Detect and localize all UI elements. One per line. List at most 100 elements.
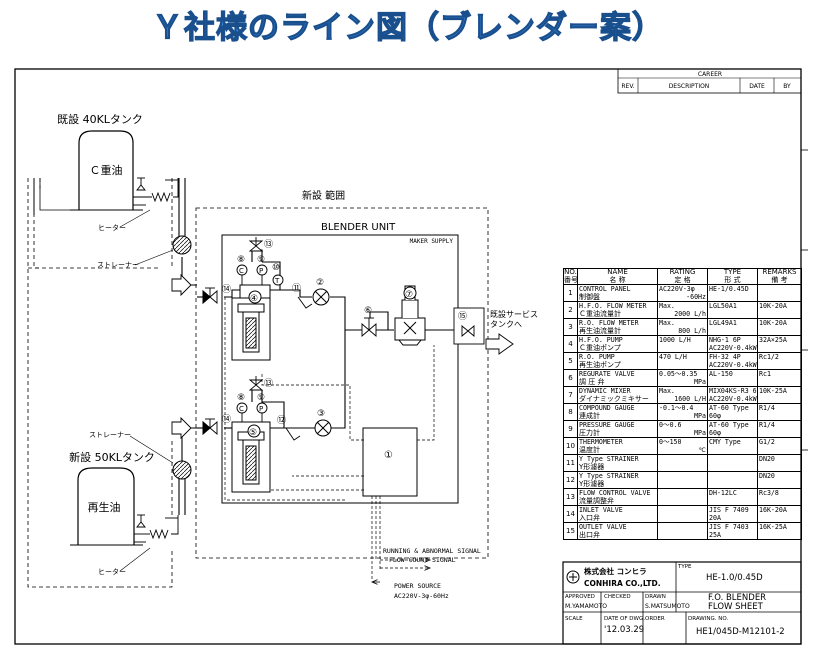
- blender-unit-boundary: [221, 234, 459, 504]
- cell-remarks: 32A×25A: [757, 335, 802, 353]
- checked-label: CHECKED: [604, 594, 631, 600]
- name-text: 連成計: [579, 412, 600, 420]
- name-text: 温度計: [579, 446, 600, 454]
- num-14-upper: ⑭: [222, 284, 231, 295]
- type-text: 25A: [709, 531, 721, 539]
- pump-5: [231, 421, 271, 493]
- tank1-outlet-line: [178, 178, 197, 286]
- cell-no: 10: [563, 437, 578, 455]
- cell-remarks: G1/2: [757, 437, 802, 455]
- cell-no: 12: [563, 471, 578, 489]
- strainer-2: [172, 460, 192, 480]
- name-text: R.O. FLOW METER: [579, 319, 639, 328]
- name-text: OUTLET VALVE: [579, 523, 627, 532]
- num-13-lower: ⑬: [264, 378, 273, 389]
- cell-remarks: [757, 284, 802, 302]
- type-text: AC220V-0.4kW: [709, 395, 757, 403]
- approved-value: M.YAMAMOTO: [565, 603, 607, 610]
- rating-text: MPa: [694, 378, 706, 386]
- remarks-text: 10K-25A: [759, 387, 787, 396]
- type-text: AC220V-0.4kW: [709, 344, 757, 352]
- no-text: 12: [565, 475, 576, 484]
- name-text: R.O. PUMP: [579, 353, 615, 362]
- cell-rating: [657, 522, 708, 540]
- scale-label: SCALE: [565, 616, 583, 622]
- cell-type: CMY Type: [707, 437, 758, 455]
- strainer-1: [172, 235, 192, 255]
- inlet-arrow-1: [171, 273, 192, 297]
- to-service-tank-1: 既設サービス: [490, 309, 538, 319]
- cell-type: [707, 454, 758, 472]
- header-no: NO.番号: [563, 268, 578, 285]
- cell-rating: AC220V-3φ-60Hz: [657, 284, 708, 302]
- num-1: ①: [384, 450, 393, 461]
- y-strainer-11: [297, 296, 313, 309]
- name-text: 再生油ポンプ: [579, 361, 621, 369]
- num-2: ②: [316, 278, 324, 288]
- drawing-title-1: F.O. BLENDER: [708, 593, 766, 603]
- heater-2: [134, 514, 179, 543]
- num-14-lower: ⑭: [222, 414, 231, 425]
- remarks-text: DN20: [759, 455, 775, 464]
- strainer-1-leader: [134, 249, 174, 266]
- type-text: AL-150: [709, 370, 733, 379]
- rating-text: 0.05～0.35: [659, 370, 698, 379]
- frame-ticks: [801, 149, 808, 451]
- remarks-text: 10K-20A: [759, 319, 787, 328]
- cell-no: 1: [563, 284, 578, 302]
- gauge-p-lower: P: [259, 405, 263, 413]
- type-text: AT-60 Type: [709, 421, 749, 430]
- heater-1-label: ヒーター: [98, 223, 126, 232]
- name-text: PRESSURE GAUGE: [579, 421, 635, 430]
- cell-rating: [657, 454, 708, 472]
- num-4: ④: [250, 294, 258, 304]
- type-value: HE-1.0/0.45D: [706, 573, 763, 583]
- tank1-title: 既設 40KLタンク: [57, 112, 143, 126]
- name-text: 流量調整弁: [579, 497, 614, 505]
- cell-rating: 470 L/H: [657, 352, 708, 370]
- no-text: 4: [568, 339, 573, 348]
- num-5: ⑤: [249, 428, 257, 438]
- remarks-text: 32A×25A: [759, 336, 787, 345]
- hfo-line: [197, 249, 355, 331]
- no-text: 6: [568, 373, 573, 382]
- no-text: 3: [568, 322, 573, 331]
- strainer-2-label: ストレーナー: [89, 431, 131, 439]
- no-text: 9: [568, 424, 573, 433]
- cell-remarks: DN20: [757, 471, 802, 489]
- company-jp: 株式会社 コンヒラ: [584, 566, 647, 576]
- cell-no: 6: [563, 369, 578, 387]
- name-text: Y Type STRAINER: [579, 472, 639, 481]
- heater-1: [133, 177, 179, 206]
- company-en: CONHIRA CO.,LTD.: [584, 579, 661, 588]
- cell-remarks: Rc1/2: [757, 352, 802, 370]
- name-text: CONTROL PANEL: [579, 285, 631, 294]
- no-text: 14: [565, 509, 576, 518]
- cell-remarks: 10K-20A: [757, 318, 802, 336]
- name-text: 制御盤: [579, 293, 600, 301]
- rev-label: REV.: [621, 83, 634, 90]
- rating-text: MPa: [694, 412, 706, 420]
- tank-50kl: 新設 50KLタンク 再生油: [69, 450, 155, 546]
- heater-2-label: ヒーター: [98, 567, 126, 576]
- cell-rating: Max.2000 L/h: [657, 301, 708, 319]
- cell-remarks: Rc3/8: [757, 488, 802, 506]
- new-scope-boundary: [195, 207, 489, 559]
- heating-pipe-dashed-2: [120, 440, 173, 588]
- type-text: LGL50A1: [709, 302, 737, 311]
